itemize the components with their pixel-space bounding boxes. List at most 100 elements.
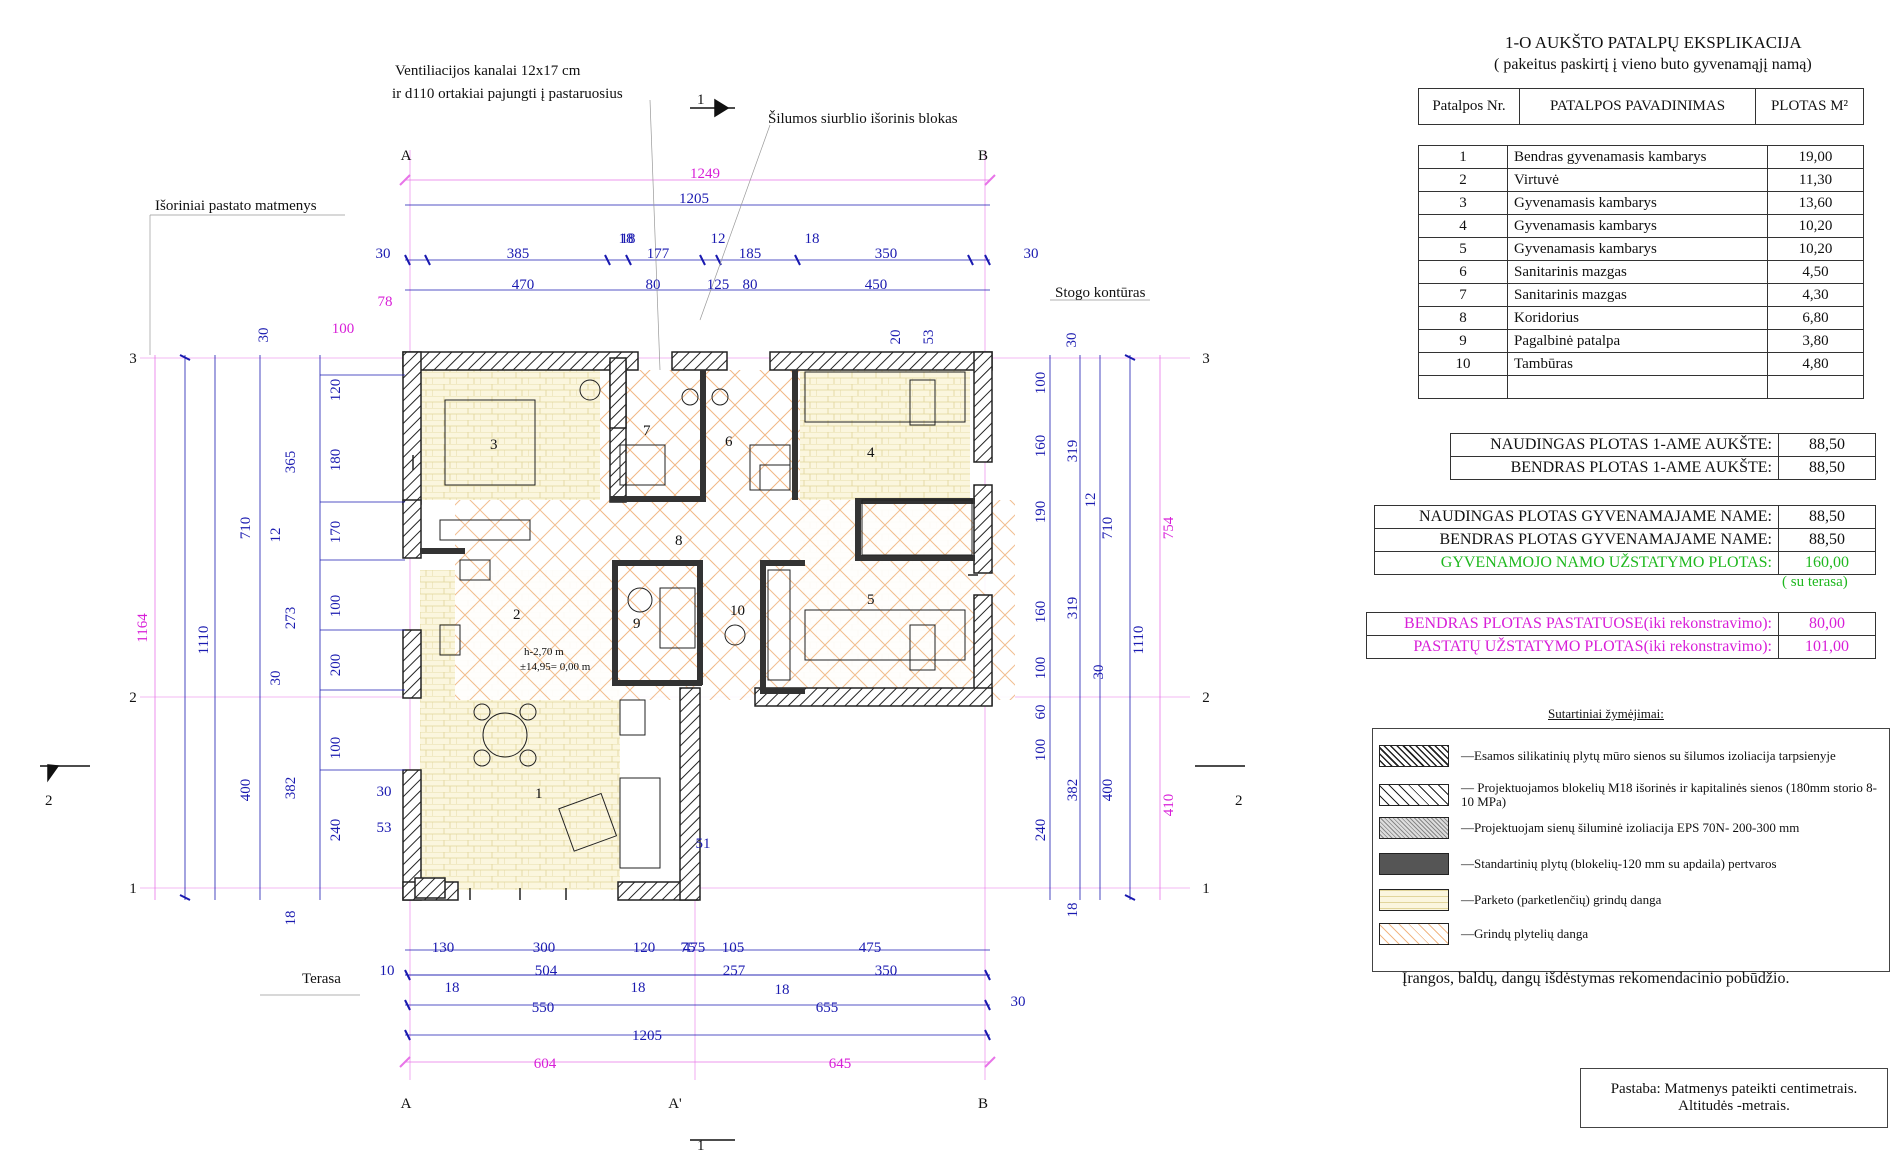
summary-label: NAUDINGAS PLOTAS GYVENAMAJAME NAME: (1375, 506, 1779, 528)
dim-left-100b: 100 (328, 737, 344, 760)
summary-value: 88,50 (1809, 436, 1845, 453)
dim-left-30-b: 30 (377, 784, 392, 800)
summary-label: NAUDINGAS PLOTAS 1-AME AUKŠTE: (1451, 434, 1779, 456)
room-name-cell: Gyvenamasis kambarys (1507, 237, 1768, 261)
dim-top2-1: 470 (512, 277, 535, 293)
dim-bot-18b: 18 (631, 980, 646, 996)
axis-1-left: 1 (129, 881, 137, 897)
note-line1: Pastaba: Matmenys pateikti centimetrais. (1610, 1081, 1858, 1097)
height-label: h-2,70 m (524, 646, 564, 658)
room-nr-cell: 7 (1418, 283, 1508, 307)
summary-value: 88,50 (1809, 531, 1845, 548)
dimension-texts: 1205 30 385 18 177 12 185 18 350 30 470 … (196, 191, 1147, 1044)
room-area-cell: 6,80 (1767, 306, 1864, 330)
dim-left-53: 53 (377, 820, 392, 836)
summary-row: GYVENAMOJO NAMO UŽSTATYMO PLOTAS:160,00 (1375, 552, 1875, 574)
axis-3-left: 3 (129, 351, 137, 367)
room-nr-cell: 5 (1418, 237, 1508, 261)
explication-title: 1-O AUKŠTO PATALPŲ EKSPLIKACIJA (1505, 33, 1802, 52)
dim-top-total: 1205 (679, 191, 709, 207)
col-header-name: PATALPOS PAVADINIMAS (1519, 88, 1756, 125)
dim-right-100c: 100 (1033, 739, 1049, 762)
vent-label-line1: Ventiliacijos kanalai 12x17 cm (395, 63, 581, 79)
dim-right-319b: 319 (1065, 597, 1081, 620)
dim-bot-105: 105 (722, 940, 745, 956)
summary-label: PASTATŲ UŽSTATYMO PLOTAS(iki rekonstravi… (1367, 636, 1779, 658)
dim-top2-4: 80 (743, 277, 758, 293)
dim-right-160a: 160 (1033, 435, 1049, 458)
summary-row: NAUDINGAS PLOTAS 1-AME AUKŠTE: 88,50 (1451, 434, 1875, 457)
room-area-cell: 11,30 (1767, 168, 1864, 192)
dim-bot-550: 550 (532, 1000, 555, 1016)
room-number-1: 1 (535, 786, 543, 802)
dim-right-30: 30 (1091, 665, 1107, 680)
dim-left-240: 240 (328, 819, 344, 842)
dim-top-5: 12 (711, 231, 726, 247)
dim-left-273: 273 (283, 607, 299, 630)
empty-cell (1418, 375, 1508, 399)
dim-left-100a: 100 (328, 595, 344, 618)
dim-right-382: 382 (1065, 779, 1081, 802)
dim-bot-75: 75 (681, 940, 696, 956)
dim-top-1: 30 (376, 246, 391, 262)
dim-top-78: 78 (378, 294, 393, 310)
room-area-cell: 4,30 (1767, 283, 1864, 307)
summary-value: 88,50 (1809, 459, 1845, 476)
dim-right-100a: 100 (1033, 372, 1049, 395)
room-number-6: 6 (725, 434, 733, 450)
summary-label: BENDRAS PLOTAS 1-AME AUKŠTE: (1451, 457, 1779, 479)
legend-item-insulation: — Projektuojam sienų šiluminė izoliacija… (1379, 817, 1799, 839)
dim-top-misc-30: 30 (1064, 333, 1080, 348)
dim-bot-120: 120 (633, 940, 656, 956)
col-header-nr: Patalpos Nr. (1418, 88, 1520, 125)
dim-bot-18c: 18 (775, 982, 790, 998)
dim-bot-30: 30 (1011, 994, 1026, 1010)
dim-top-4: 177 (647, 246, 670, 262)
room-number-4: 4 (867, 445, 875, 461)
room-nr-cell: 6 (1418, 260, 1508, 284)
room-area-cell: 3,80 (1767, 329, 1864, 353)
note-box: Pastaba: Matmenys pateikti centimetrais.… (1580, 1068, 1888, 1128)
summary-row: NAUDINGAS PLOTAS GYVENAMAJAME NAME:88,50 (1375, 506, 1875, 529)
summary-house-box: NAUDINGAS PLOTAS GYVENAMAJAME NAME:88,50… (1374, 505, 1876, 575)
magenta-dims: 1249 78 100 1164 754 410 604 645 (135, 166, 1177, 1072)
axis-3-right: 3 (1202, 351, 1210, 367)
dim-top-100: 100 (332, 321, 355, 337)
room-name-cell: Tambūras (1507, 352, 1768, 376)
terrace-label: Terasa (302, 971, 341, 987)
dim-top-misc-53: 53 (921, 330, 937, 345)
room-name-cell: Sanitarinis mazgas (1507, 260, 1768, 284)
dim-bot-130: 130 (432, 940, 455, 956)
dim-bot-655: 655 (816, 1000, 839, 1016)
dim-top2-3: 125 (707, 277, 730, 293)
dim-bot-magenta-604: 604 (534, 1056, 557, 1072)
dim-right-710: 710 (1100, 517, 1116, 540)
dim-left-1110: 1110 (196, 626, 212, 655)
empty-cell (1767, 375, 1864, 399)
legend-title: Sutartiniai žymėjimai: (1548, 706, 1664, 721)
legend-item-new-walls: — Projektuojamos blokelių M18 išorinės i… (1379, 781, 1879, 809)
axis-2-left: 2 (129, 690, 137, 706)
legend-item-partitions: — Standartinių plytų (blokelių-120 mm su… (1379, 853, 1777, 875)
table-row-empty (1418, 375, 1864, 399)
dim-left-30: 30 (268, 671, 284, 686)
room-nr-cell: 4 (1418, 214, 1508, 238)
axis-A-bottom: A (401, 1096, 412, 1112)
vent-label-line2: ir d110 ortakiai pajungti į pastaruosius (392, 86, 623, 102)
dim-bot-504: 504 (535, 963, 558, 979)
summary-label: BENDRAS PLOTAS GYVENAMAJAME NAME: (1375, 529, 1779, 551)
axis-A2-bottom: A' (668, 1096, 682, 1112)
axis-B-top: B (978, 148, 988, 164)
dim-top-2: 385 (507, 246, 530, 262)
dim-bot-350: 350 (875, 963, 898, 979)
room-number-5: 5 (867, 592, 875, 608)
room-number-3: 3 (490, 437, 498, 453)
dim-right-100b: 100 (1033, 657, 1049, 680)
axis-1-right: 1 (1202, 881, 1210, 897)
dim-bot-475b: 475 (859, 940, 882, 956)
dim-bot-475: 475 (683, 940, 706, 956)
